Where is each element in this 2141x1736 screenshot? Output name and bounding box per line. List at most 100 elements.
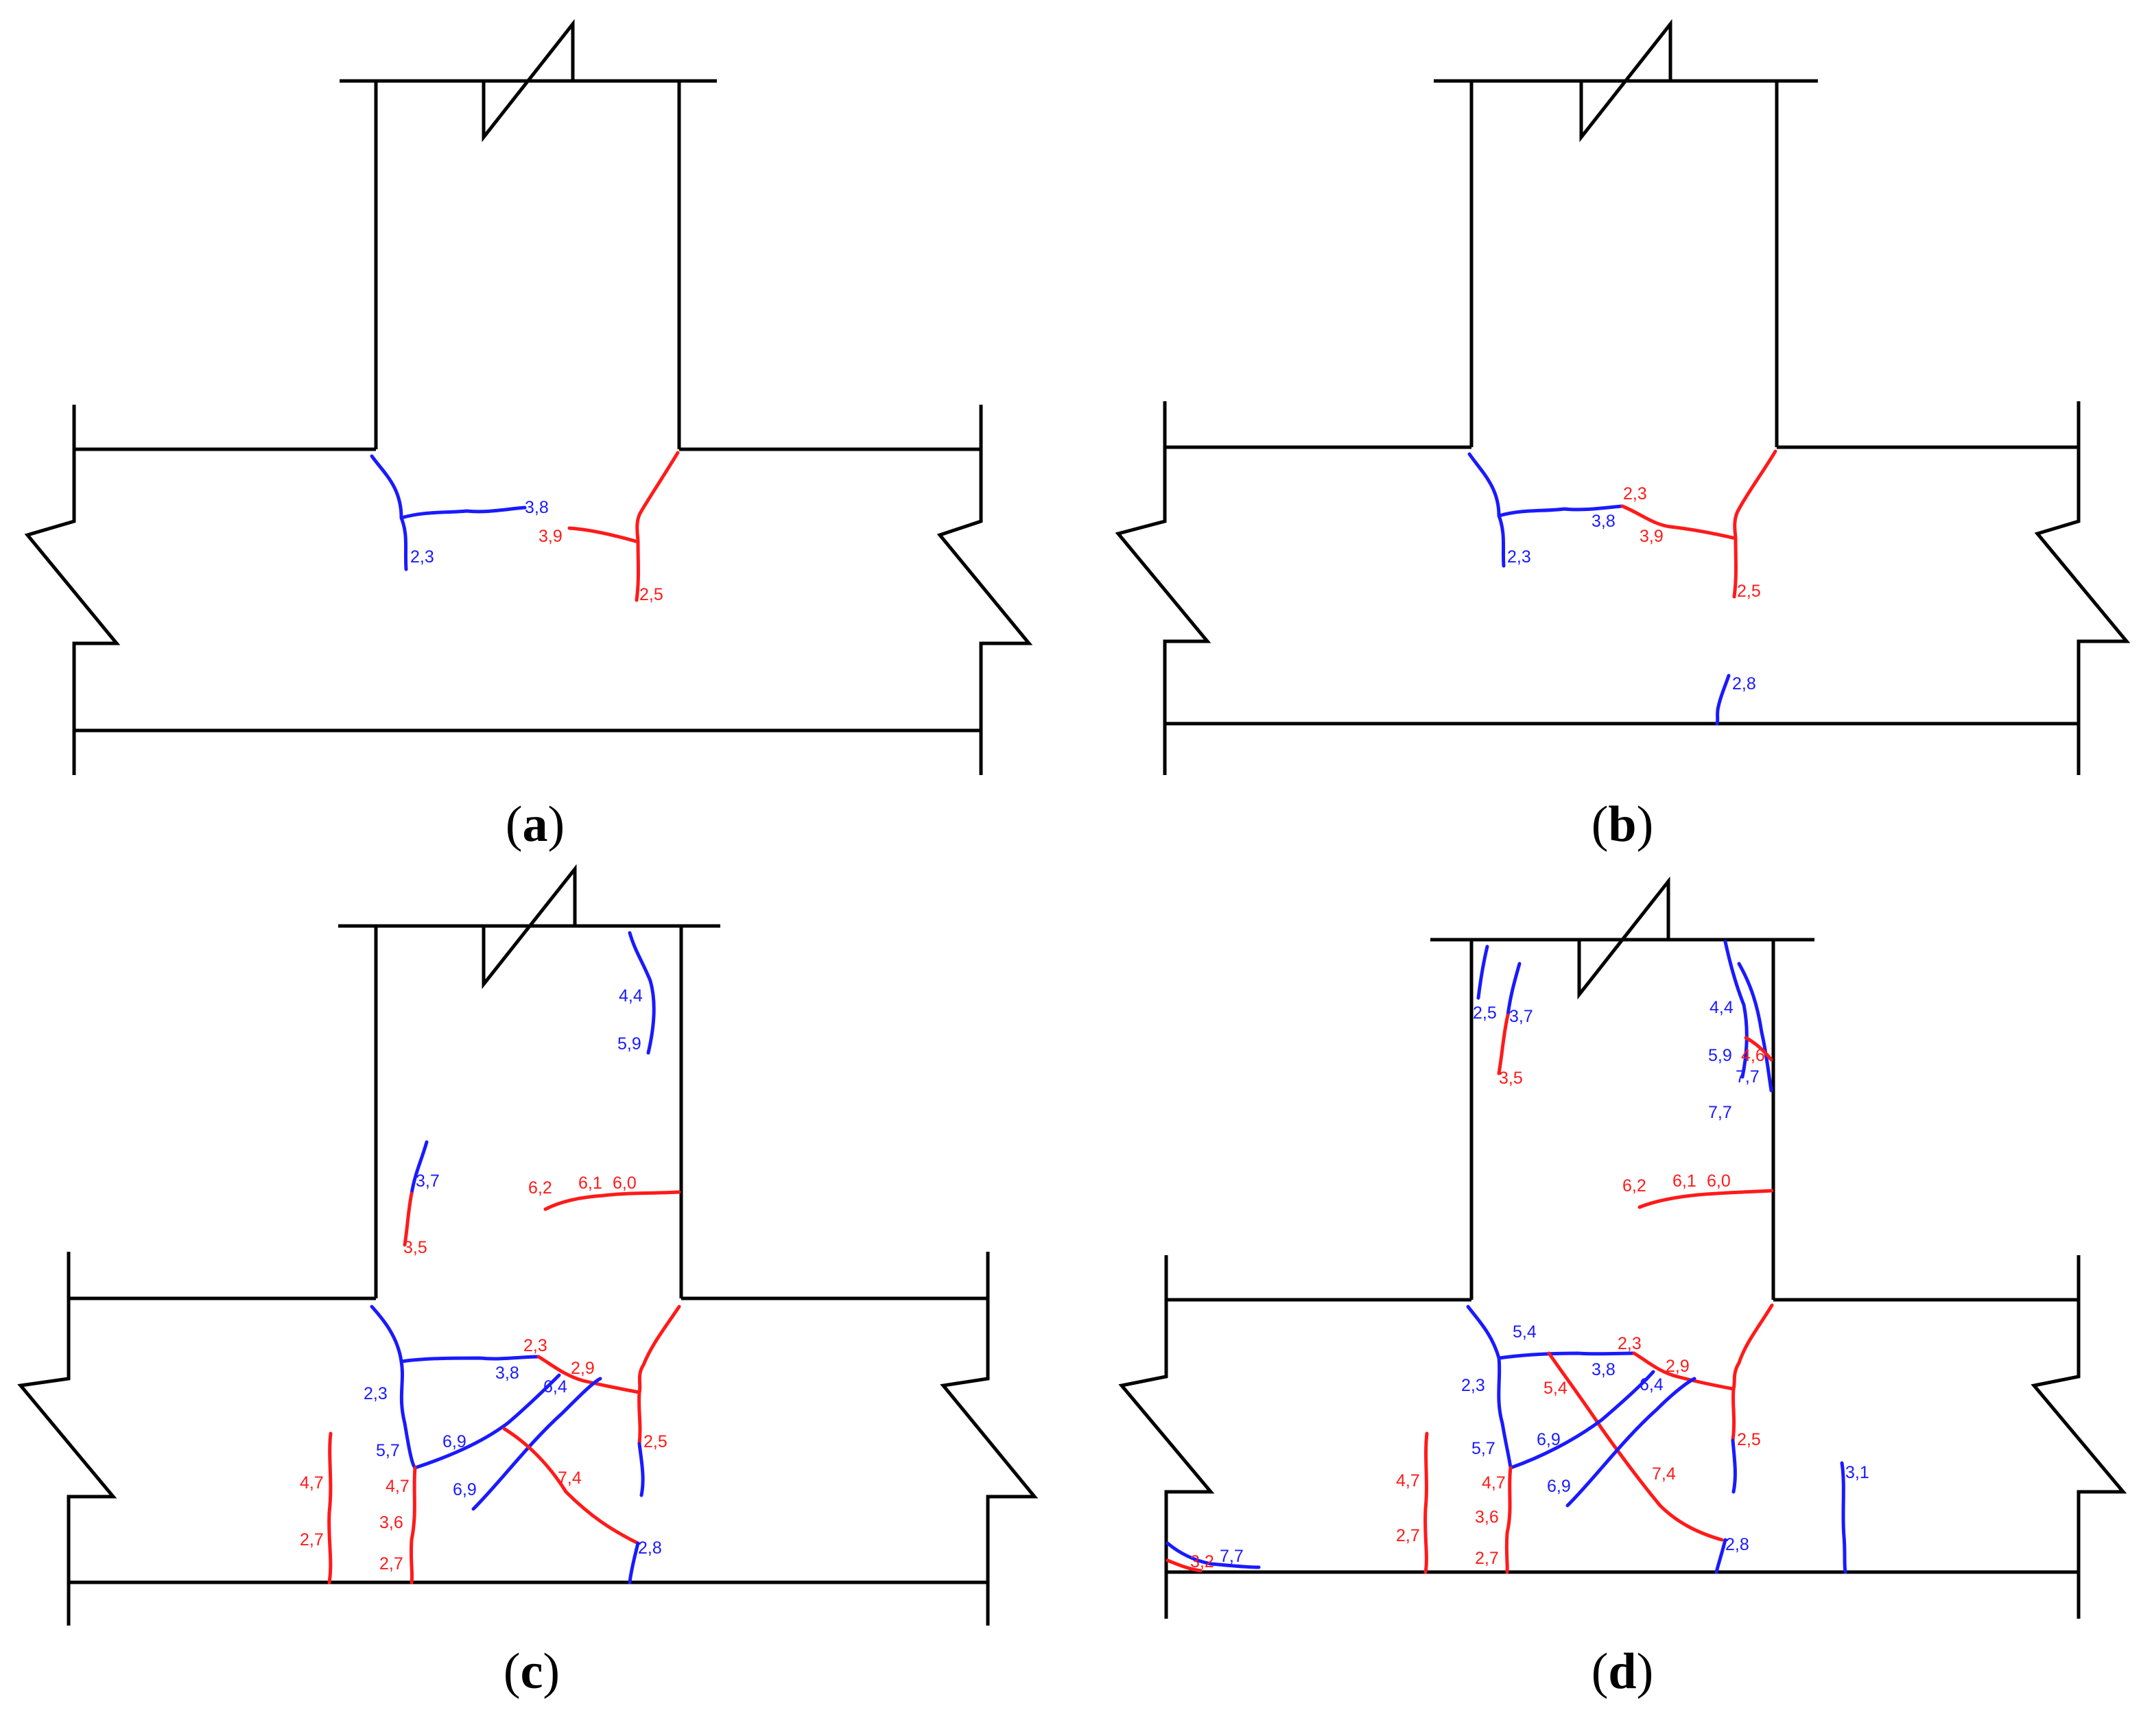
crack-label: 4,7 <box>1396 1471 1420 1490</box>
column-outline <box>1434 79 1818 447</box>
crack-red-col-1 <box>1497 1013 1510 1075</box>
crack-label: 2,3 <box>1623 484 1647 503</box>
joint-outline <box>17 864 1039 1626</box>
crack-label: 2,9 <box>1666 1357 1690 1376</box>
crack-red-2 <box>536 1355 641 1394</box>
crack-blue-1 <box>370 1305 417 1470</box>
crack-red-beam-3 <box>1166 1558 1203 1573</box>
panel-b-drawing: 2,3 3,8 3,9 2,3 2,5 2,8 <box>1115 19 2131 775</box>
column-outline <box>338 924 720 1298</box>
crack-blue-col-1 <box>1476 944 1489 1000</box>
crack-label: 2,7 <box>1475 1549 1499 1568</box>
crack-label: 6,9 <box>442 1432 466 1451</box>
crack-label: 5,7 <box>376 1441 400 1460</box>
crack-red-beam-1 <box>409 1466 417 1584</box>
crack-red-col-2 <box>1744 1036 1773 1062</box>
crack-labels: 2,3 3,8 3,9 2,3 2,5 2,8 <box>1507 484 1761 693</box>
crack-label: 3,9 <box>539 527 563 546</box>
crack-label: 6,1 <box>1672 1172 1696 1191</box>
panel-a: 3,8 2,3 3,9 2,5 (a) <box>0 0 1070 853</box>
crack-red-beam-2 <box>1423 1431 1429 1574</box>
joint-outline <box>1115 19 2131 775</box>
panel-a-caption: (a) <box>505 796 565 853</box>
crack-blue-1 <box>1466 1305 1513 1470</box>
crack-label: 6,9 <box>1537 1430 1561 1449</box>
panel-b-caption: (b) <box>1591 796 1654 853</box>
beam-left-end <box>17 1252 117 1626</box>
crack-label: 2,8 <box>638 1538 662 1558</box>
crack-label: 2,5 <box>1737 1430 1761 1449</box>
crack-blue-beam-3 <box>1166 1541 1261 1569</box>
crack-red-2 <box>567 526 640 544</box>
beam-left-end <box>1118 1255 1215 1619</box>
crack-label: 2,5 <box>639 585 663 604</box>
crack-label: 2,3 <box>1618 1334 1642 1353</box>
crack-label: 2,3 <box>410 547 434 567</box>
crack-label: 2,8 <box>1732 674 1756 693</box>
crack-label: 4,7 <box>386 1477 410 1496</box>
crack-label: 6,4 <box>543 1377 567 1396</box>
crack-label: 4,7 <box>1482 1473 1506 1493</box>
crack-blue-col-3 <box>1723 940 1749 1079</box>
crack-red-3 <box>502 1427 640 1545</box>
crack-label: 3,2 <box>1190 1552 1214 1571</box>
crack-label: 7,7 <box>1736 1067 1760 1086</box>
crack-label: 3,9 <box>1640 527 1664 546</box>
joint-outline <box>1118 876 2127 1619</box>
crack-label: 6,0 <box>613 1174 637 1193</box>
crack-red-col-2 <box>543 1190 681 1211</box>
crack-blue-3 <box>413 1373 561 1470</box>
column-break-line <box>1577 876 1670 1000</box>
crack-label: 2,3 <box>1461 1376 1485 1395</box>
crack-label: 3,8 <box>1592 512 1616 531</box>
crack-label: 6,1 <box>578 1174 602 1193</box>
cracks <box>1467 449 1777 726</box>
crack-blue-col-4 <box>1737 962 1773 1093</box>
crack-red-3 <box>1547 1351 1724 1542</box>
cracks <box>1166 940 1847 1574</box>
crack-label: 6,2 <box>528 1178 552 1198</box>
crack-label: 5,9 <box>1708 1046 1732 1065</box>
beam-right-end <box>940 1252 1039 1626</box>
panel-d: 2,5 3,7 3,5 4,4 5,9 4,6 7,7 7,7 6,2 6,1 … <box>1091 854 2141 1736</box>
crack-labels: 3,8 2,3 3,9 2,5 <box>410 498 663 604</box>
crack-label: 4,4 <box>1710 998 1734 1017</box>
crack-label: 3,6 <box>1475 1508 1499 1527</box>
beam-right-end <box>2034 401 2131 775</box>
crack-red-1 <box>635 451 680 602</box>
crack-red-beam-2 <box>327 1431 333 1584</box>
panel-b: 2,3 3,8 3,9 2,3 2,5 2,8 (b) <box>1091 0 2141 853</box>
crack-label: 4,6 <box>1741 1046 1765 1065</box>
crack-label: 2,7 <box>300 1530 324 1549</box>
panel-c-drawing: 3,7 3,5 4,4 5,9 6,2 6,1 6,0 2,3 3,8 2,9 … <box>17 864 1039 1626</box>
crack-blue-4 <box>471 1377 602 1511</box>
crack-label: 6,9 <box>1547 1477 1571 1496</box>
crack-blue-beam-2 <box>1840 1461 1847 1574</box>
crack-blue-2 <box>399 1355 541 1364</box>
panel-a-drawing: 3,8 2,3 3,9 2,5 <box>24 19 1033 775</box>
crack-label: 7,4 <box>558 1469 582 1488</box>
beam-right-end <box>2031 1255 2127 1619</box>
crack-blue-2 <box>399 506 527 520</box>
joint-outline <box>24 19 1033 775</box>
crack-label: 6,0 <box>1707 1172 1731 1191</box>
crack-label: 2,3 <box>364 1384 388 1403</box>
crack-red-1 <box>1732 449 1777 599</box>
crack-label: 2,3 <box>523 1336 547 1355</box>
crack-label: 6,4 <box>1640 1375 1664 1394</box>
crack-label: 5,4 <box>1543 1379 1568 1398</box>
crack-blue-2 <box>1497 504 1624 518</box>
crack-label: 2,5 <box>643 1432 667 1451</box>
crack-blue-col-2 <box>1506 962 1522 1017</box>
cracks <box>327 931 681 1584</box>
column-break-line <box>482 864 577 990</box>
crack-blue-5 <box>1731 1438 1737 1494</box>
crack-blue-col-1 <box>410 1140 429 1196</box>
crack-label: 3,8 <box>1592 1360 1616 1379</box>
crack-label: 5,9 <box>617 1034 641 1054</box>
crack-blue-1 <box>370 454 408 571</box>
crack-blue-2 <box>1497 1351 1636 1360</box>
panel-c-caption: (c) <box>503 1643 560 1700</box>
crack-label: 2,5 <box>1473 1003 1497 1023</box>
